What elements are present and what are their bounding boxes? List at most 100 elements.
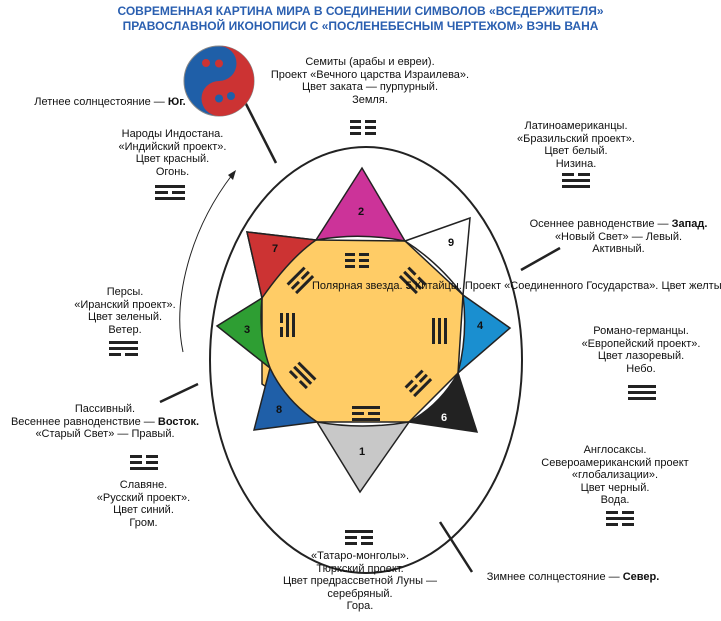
- inner-trigram-br-icon: [404, 369, 433, 398]
- number-7: 7: [272, 243, 279, 255]
- label-line: серебряный.: [327, 587, 393, 600]
- label-line: Проект «Вечного царства Израилева».: [270, 68, 470, 81]
- label-line: Англосаксы.: [583, 444, 647, 456]
- label-line: «Иранский проект».: [74, 298, 176, 311]
- inner-trigram-top-icon: [345, 253, 369, 268]
- center-label: Полярная звезда. 5 Китайцы. Проект «Соед…: [312, 280, 721, 292]
- label-line: Цвет синий.: [113, 504, 174, 516]
- label-line: Семиты (арабы и евреи).: [305, 56, 435, 68]
- number-8: 8: [276, 404, 283, 416]
- inner-trigram-bl-icon: [288, 361, 317, 390]
- label-line: Цвет белый.: [544, 145, 608, 157]
- title-line-1: СОВРЕМЕННАЯ КАРТИНА МИРА В СОЕДИНЕНИИ СИ…: [117, 4, 604, 18]
- point-9-white: [403, 216, 471, 297]
- number-1: 1: [359, 446, 366, 458]
- label-line: Народы Индостана.: [121, 128, 224, 140]
- east-strong: Восток.: [157, 415, 200, 428]
- direction-arrowhead: [228, 170, 236, 180]
- label-line: «Новый Свет» — Левый.: [554, 230, 683, 243]
- label-line: Цвет заката — пурпурный.: [301, 81, 439, 93]
- trigram-heaven-icon: [628, 385, 656, 400]
- label-line: Пассивный.: [74, 403, 136, 415]
- trigram-earth-icon: [350, 120, 376, 135]
- center-line: звезда.: [365, 280, 403, 292]
- number-2: 2: [358, 206, 365, 218]
- label-line: «Бразильский проект».: [517, 132, 635, 145]
- label-line: Цвет черный.: [580, 481, 650, 494]
- label-line: Низина.: [555, 157, 597, 170]
- label-line: «Русский проект».: [96, 491, 191, 504]
- label-line: «Татаро-монголы».: [310, 550, 410, 562]
- label-summer-solstice: Летнее солнцестояние — Юг.: [25, 96, 195, 109]
- label-line: «Индийский проект».: [118, 140, 227, 153]
- label-line: Латиноамериканцы.: [524, 120, 628, 132]
- north-tick: [438, 521, 474, 573]
- label-line: Активный.: [592, 243, 645, 255]
- outer-circle: [209, 146, 523, 574]
- trigram-lake-icon: [562, 173, 590, 188]
- number-9: 9: [448, 237, 455, 249]
- trigram-mountain-icon: [345, 530, 373, 545]
- label-line: Цвет лазоревый.: [597, 350, 685, 362]
- east-tick: [159, 382, 199, 404]
- direction-arrow: [179, 174, 233, 353]
- north-prefix: Зимнее солнцестояние —: [486, 571, 623, 583]
- west-prefix: Осеннее равноденствие —: [529, 218, 672, 230]
- north-strong: Север.: [622, 571, 660, 583]
- center-line: «Соединенного: [504, 280, 584, 292]
- number-3: 3: [244, 324, 251, 336]
- south-strong: Юг.: [167, 96, 186, 108]
- west-tick: [520, 246, 561, 272]
- label-line: Цвет зеленый.: [87, 311, 163, 323]
- number-6: 6: [441, 412, 448, 424]
- center-line: Государства».: [586, 280, 659, 292]
- label-line: Персы.: [106, 286, 144, 298]
- label-line: Вода.: [600, 494, 630, 506]
- label-anglo: Англосаксы. Североамериканский проект «г…: [520, 444, 710, 507]
- label-latin: Латиноамериканцы. «Бразильский проект». …: [506, 120, 646, 170]
- label-line: Земля.: [352, 93, 388, 106]
- label-tatar: «Татаро-монголы». Тюркский проект. Цвет …: [270, 550, 450, 613]
- label-line: Ветер.: [108, 323, 142, 336]
- label-line: Гром.: [129, 516, 158, 529]
- title-line-2: ПРАВОСЛАВНОЙ ИКОНОПИСИ С «ПОСЛЕНЕБЕСНЫМ …: [122, 19, 599, 33]
- label-slavs: Славяне. «Русский проект». Цвет синий. Г…: [76, 479, 211, 529]
- label-persia: Персы. «Иранский проект». Цвет зеленый. …: [60, 286, 190, 336]
- number-4: 4: [477, 320, 484, 332]
- inner-trigram-tr-icon: [398, 266, 427, 295]
- label-autumn-equinox: Осеннее равноденствие — Запад. «Новый Св…: [516, 218, 721, 256]
- trigram-water-icon: [606, 511, 634, 526]
- label-line: Огонь.: [155, 165, 190, 178]
- label-line: «глобализации».: [571, 469, 659, 481]
- label-line: Тюркский проект.: [316, 562, 404, 575]
- center-line: Цвет желтый.: [661, 280, 721, 292]
- label-line: Гора.: [346, 600, 374, 612]
- yin-yang-icon: [183, 45, 255, 117]
- trigram-thunder-icon: [130, 455, 158, 470]
- center-line: Китайцы.: [414, 280, 462, 292]
- label-line: Романо-германцы.: [593, 325, 689, 337]
- label-india: Народы Индостана. «Индийский проект». Цв…: [105, 128, 240, 178]
- label-semites: Семиты (арабы и евреи). Проект «Вечного …: [255, 56, 485, 106]
- south-tick: [243, 101, 278, 164]
- point-7-red: [246, 231, 319, 300]
- trigram-fire-icon: [155, 185, 185, 200]
- label-line: Цвет предрассветной Луны —: [282, 575, 438, 587]
- label-winter-solstice: Зимнее солнцестояние — Север.: [468, 571, 678, 584]
- south-prefix: Летнее солнцестояние —: [34, 96, 168, 108]
- label-romano: Романо-германцы. «Европейский проект». Ц…: [566, 325, 716, 375]
- center-line: Полярная: [312, 280, 363, 292]
- label-line: Славяне.: [119, 479, 168, 491]
- west-strong: Запад.: [671, 218, 708, 230]
- label-spring-equinox: Пассивный. Весеннее равноденствие — Вост…: [0, 403, 210, 441]
- label-line: Цвет красный.: [135, 153, 210, 165]
- point-4-azure: [456, 293, 512, 376]
- inner-trigram-left-icon: [280, 313, 295, 337]
- center-line: Проект: [464, 280, 502, 292]
- label-line: Североамериканский проект: [541, 456, 689, 469]
- inner-trigram-bottom-icon: [352, 406, 380, 421]
- point-2-magenta: [314, 166, 407, 243]
- inner-trigram-tl-icon: [286, 266, 315, 295]
